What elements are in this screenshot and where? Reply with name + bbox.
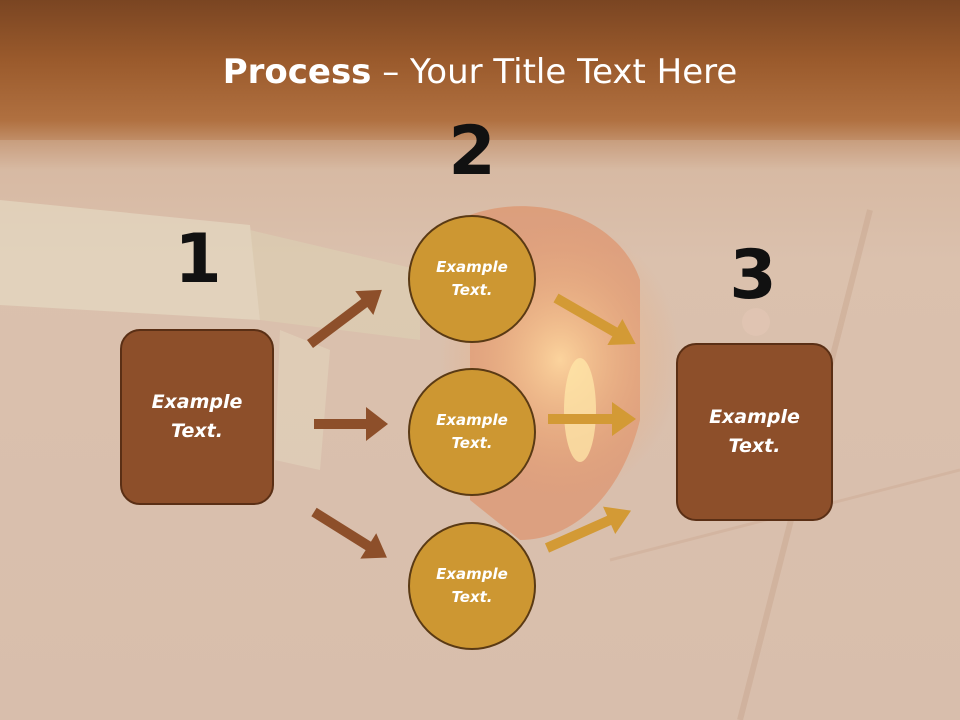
arrow-right-left (314, 407, 388, 441)
right-box-text: Example Text. (709, 406, 800, 457)
right-arrows (544, 293, 636, 553)
arrow-down-right-right (553, 293, 636, 345)
circle-middle: Example Text. (408, 368, 536, 496)
arrow-right-right (548, 402, 636, 436)
arrow-down-right-left (311, 507, 387, 559)
circle-top: Example Text. (408, 215, 536, 343)
left-process-box: Example Text. (120, 329, 274, 505)
slide-title: Process – Your Title Text Here (0, 52, 960, 92)
step-3-number: 3 (729, 236, 777, 315)
circle-bottom-text: Example Text. (436, 565, 508, 606)
arrow-up-right-right (544, 506, 632, 553)
circle-bottom: Example Text. (408, 522, 536, 650)
left-arrows (306, 289, 388, 559)
circle-middle-text: Example Text. (436, 411, 508, 452)
step-2-number: 2 (448, 112, 496, 191)
circle-top-text: Example Text. (436, 258, 508, 299)
step-1-number: 1 (174, 220, 222, 299)
title-bold: Process (222, 52, 372, 92)
title-rest: – Your Title Text Here (371, 52, 738, 92)
left-box-text: Example Text. (151, 391, 243, 442)
arrow-up-right-left (306, 289, 382, 348)
right-process-box: Example Text. (676, 343, 833, 521)
